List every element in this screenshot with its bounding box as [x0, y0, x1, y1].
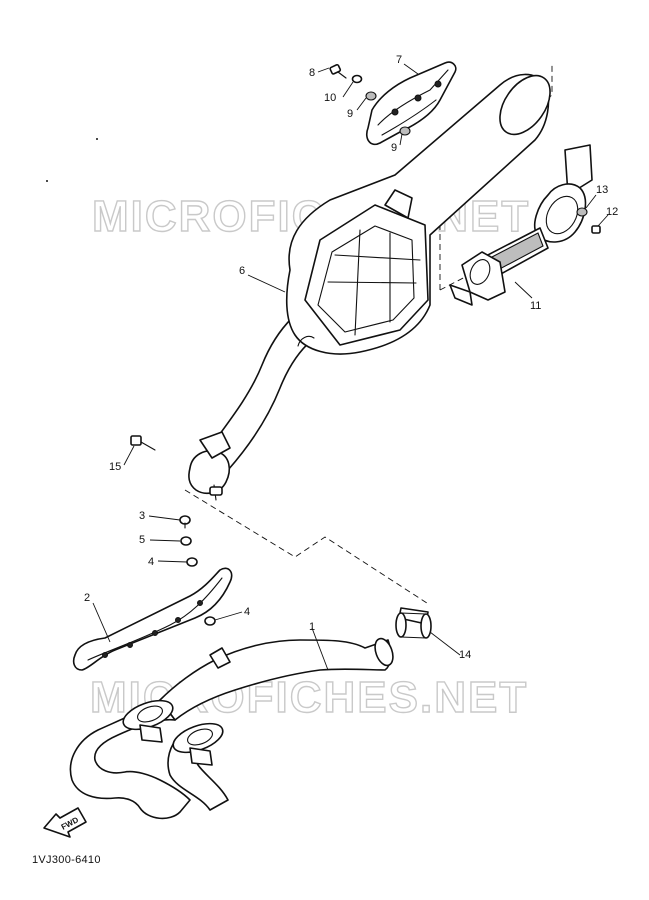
print-speck — [96, 138, 98, 140]
muffler-band-assembly — [449, 144, 593, 306]
gasket-part — [395, 607, 432, 639]
callout-5: 5 — [139, 534, 145, 546]
diagram-code: 1VJ300-6410 — [32, 854, 101, 866]
callout-2: 2 — [84, 592, 90, 604]
exhaust-pipe — [69, 637, 394, 820]
callout-4-upper: 4 — [148, 556, 154, 568]
callout-15: 15 — [109, 461, 121, 473]
callout-labels: 1 2 3 4 4 5 6 7 8 9 9 10 11 12 13 14 15 — [84, 54, 618, 661]
callout-12: 12 — [606, 206, 618, 218]
callout-6: 6 — [239, 265, 245, 277]
callout-10: 10 — [324, 92, 336, 104]
bolt-right-part — [591, 225, 601, 234]
callout-4-lower: 4 — [244, 606, 250, 618]
damper-part — [180, 536, 192, 546]
exhaust-flange-right — [172, 722, 224, 766]
bolt-part — [179, 515, 191, 529]
callout-11: 11 — [530, 300, 541, 312]
print-speck — [46, 180, 48, 182]
washer-part — [351, 74, 363, 84]
callout-1: 1 — [309, 621, 315, 633]
callout-9-upper: 9 — [347, 108, 353, 120]
nut-upper-part — [365, 91, 377, 101]
callout-14: 14 — [459, 649, 471, 661]
callout-3: 3 — [139, 510, 145, 522]
nut-right-part — [576, 207, 588, 217]
washer-lower-part — [204, 616, 216, 626]
callout-13: 13 — [596, 184, 608, 196]
washer-upper-part — [186, 557, 198, 567]
forward-direction-arrow: FWD — [43, 807, 87, 838]
screw-part — [329, 63, 347, 79]
callout-9-lower: 9 — [391, 142, 397, 154]
exhaust-flange-left — [122, 699, 174, 743]
leader-lines — [92, 63, 609, 671]
clamp-bolt-part — [130, 435, 156, 451]
callout-7: 7 — [396, 54, 402, 66]
pipe-heat-protector — [72, 567, 233, 671]
muffler — [188, 73, 551, 501]
muffler-protector — [365, 61, 457, 146]
nut-lower-part — [399, 126, 411, 136]
callout-8: 8 — [309, 67, 315, 79]
